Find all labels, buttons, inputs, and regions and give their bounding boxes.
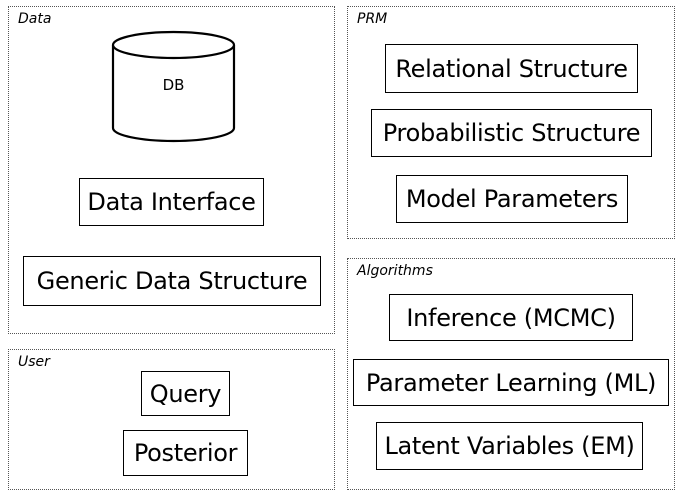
user-panel-label: User [18, 354, 50, 370]
user-panel: User [8, 349, 335, 490]
posterior-box: Posterior [123, 430, 248, 476]
relational-structure-box: Relational Structure [385, 44, 638, 93]
probabilistic-structure-box: Probabilistic Structure [371, 109, 652, 157]
database-label: DB [162, 76, 185, 94]
model-parameters-box: Model Parameters [396, 175, 628, 223]
prm-panel: PRM [347, 6, 675, 239]
generic-data-structure-box: Generic Data Structure [23, 256, 321, 306]
latent-variables-box: Latent Variables (EM) [376, 422, 643, 470]
data-panel-label: Data [18, 11, 52, 27]
database-cylinder-shape [111, 30, 236, 143]
parameter-learning-box: Parameter Learning (ML) [353, 359, 669, 406]
data-interface-box: Data Interface [79, 178, 264, 226]
query-box: Query [141, 371, 230, 416]
database-icon: DB [111, 30, 236, 145]
algorithms-panel: Algorithms [347, 258, 675, 490]
algorithms-panel-label: Algorithms [357, 263, 433, 279]
data-panel: Data [8, 6, 335, 334]
prm-panel-label: PRM [357, 11, 388, 27]
inference-box: Inference (MCMC) [389, 294, 633, 341]
